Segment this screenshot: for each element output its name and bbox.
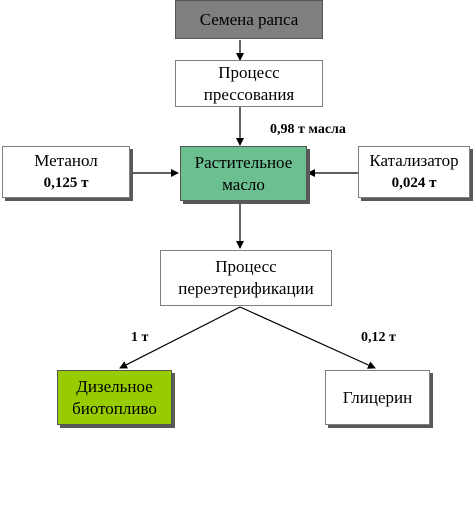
node-catalyst-amount: 0,024 т (391, 175, 437, 191)
node-seeds: Семена рапса (175, 0, 323, 39)
node-glycerin: Глицерин (325, 370, 430, 425)
node-biodiesel: Дизельное биотопливо (57, 370, 172, 425)
node-catalyst-name: Катализатор (369, 151, 459, 170)
node-methanol-amount: 0,125 т (43, 175, 89, 191)
node-glycerin-label: Глицерин (342, 387, 413, 407)
edge-label-biodiesel-amount: 1 т (131, 330, 149, 345)
node-methanol: Метанол 0,125 т (2, 146, 130, 198)
arrow-to-glycerin (239, 306, 376, 369)
node-transesterification-line1: Процесс (215, 257, 277, 276)
node-oil-line1: Растительное (194, 152, 293, 172)
edge-label-glycerin-amount: 0,12 т (361, 330, 396, 345)
node-biodiesel-line2: биотопливо (72, 398, 157, 418)
node-oil-line2: масло (222, 174, 265, 194)
arrow-to-biodiesel (119, 306, 241, 369)
node-transesterification: Процесс переэтерификации (160, 250, 332, 306)
node-pressing-line1: Процесс (218, 62, 280, 82)
edge-label-oil-amount: 0,98 т масла (270, 122, 346, 137)
node-seeds-label: Семена рапса (199, 9, 299, 29)
node-biodiesel-line1: Дизельное (76, 376, 153, 396)
node-oil: Растительное масло (180, 146, 307, 201)
node-transesterification-line2: переэтерификации (178, 279, 314, 298)
node-pressing-line2: прессования (203, 84, 295, 104)
node-pressing: Процесс прессования (175, 60, 323, 107)
node-catalyst: Катализатор 0,024 т (358, 146, 470, 198)
node-methanol-name: Метанол (34, 151, 98, 170)
